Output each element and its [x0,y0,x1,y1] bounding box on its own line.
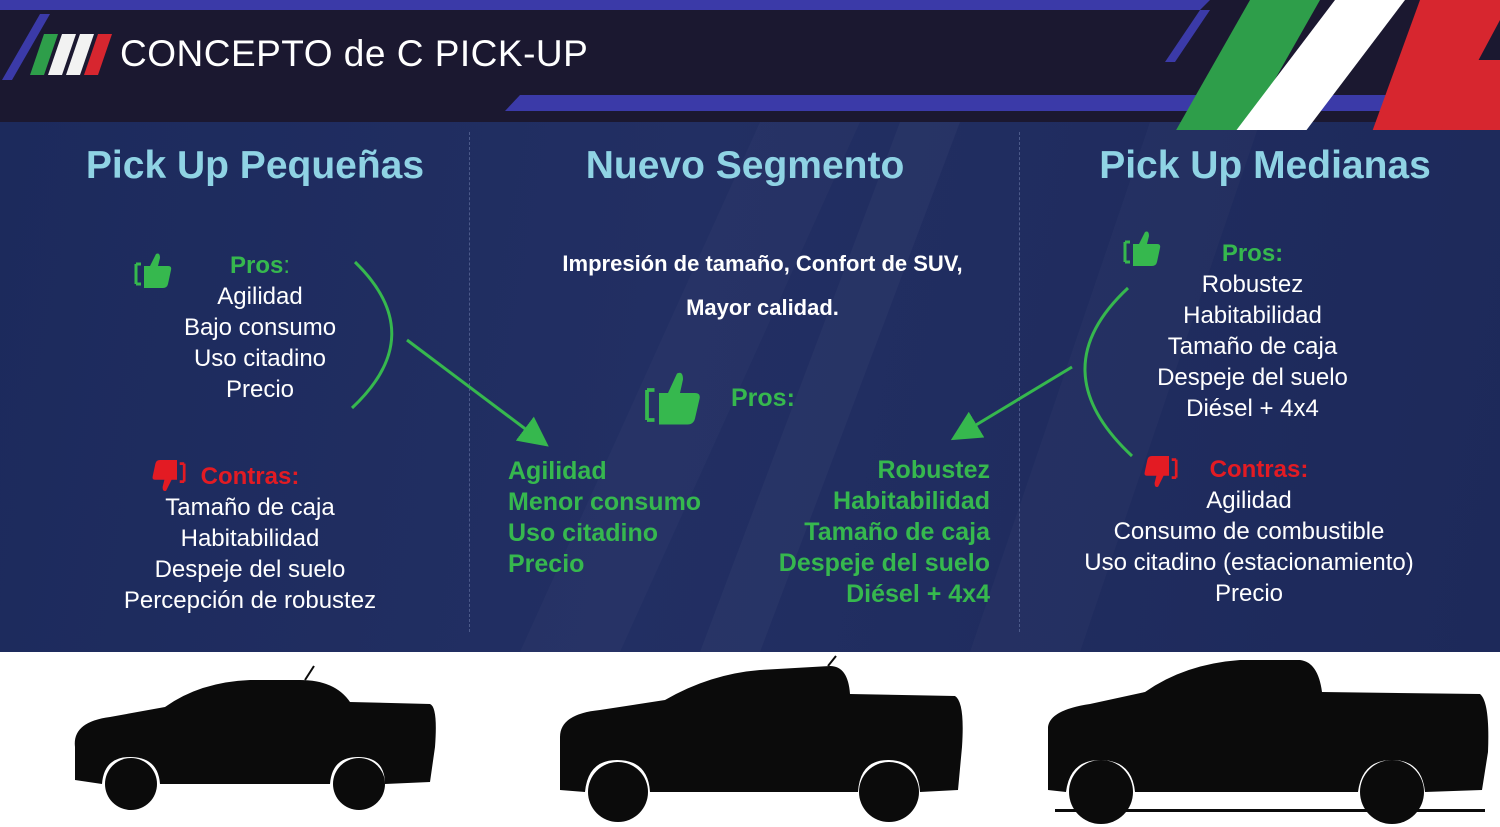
cons-label: Contras: [1209,456,1309,483]
thumbs-down-icon [152,460,186,492]
list-item: Robustez [877,456,991,484]
list-item: Agilidad [508,457,607,485]
connector-arrows [350,260,1134,458]
list-item: Tamaño de caja [804,518,990,546]
center-pros-right: Robustez Habitabilidad Tamaño de caja De… [740,455,990,610]
list-item: Menor consumo [508,488,702,516]
list-item: Tamaño de caja [1167,333,1338,360]
header-decor [0,0,1500,130]
list-item: Despeje del suelo [154,556,346,583]
pros-label: Pros [229,252,284,279]
column-divider [469,132,470,632]
pickup-silhouette-small [74,665,436,810]
title-pick-up-pequenas: Pick Up Pequeñas [85,144,425,187]
center-pros-left: Agilidad Menor consumo Uso citadino Prec… [508,456,748,580]
pros-colon: : [283,252,291,279]
list-item: Despeje del suelo [1157,364,1348,391]
list-item: Percepción de robustez [123,587,377,614]
thumbs-up-icon [645,372,700,425]
list-item: Uso citadino (estacionamiento) [1084,549,1414,576]
list-item: Robustez [1201,271,1304,298]
thumbs-down-icon [1144,456,1178,488]
pros-label: Pros: [1221,240,1284,267]
list-item: Agilidad [217,283,303,310]
right-pros-block: Pros: Robustez Habitabilidad Tamaño de c… [1130,238,1375,424]
list-item: Precio [508,550,585,578]
cons-label: Contras: [200,463,300,490]
pickup-silhouette-medium [560,655,963,822]
left-pros-block: Pros: Agilidad Bajo consumo Uso citadino… [160,250,360,405]
column-divider [1019,132,1020,632]
list-item: Precio [1214,580,1284,607]
list-item: Diésel + 4x4 [1186,395,1319,422]
title-nuevo-segmento: Nuevo Segmento [585,144,905,187]
list-item: Precio [225,376,295,403]
center-pros-label: Pros: [731,384,795,412]
tagline-line-1: Impresión de tamaño, Confort de SUV, [562,251,963,276]
list-item: Tamaño de caja [165,494,335,521]
thumbs-up-icon [1123,231,1161,266]
page-title: CONCEPTO de C PICK-UP [120,33,589,74]
tagline-line-2: Mayor calidad. [686,295,839,320]
list-item: Habitabilidad [180,525,320,552]
list-item: Diésel + 4x4 [846,580,990,608]
pickup-silhouette-large [1048,660,1489,824]
title-pick-up-medianas: Pick Up Medianas [1099,144,1431,187]
list-item: Uso citadino [193,345,327,372]
left-cons-block: Contras: Tamaño de caja Habitabilidad De… [100,461,400,616]
list-item: Despeje del suelo [778,549,990,577]
list-item: Consumo de combustible [1113,518,1385,545]
list-item: Bajo consumo [183,314,337,341]
thumbs-up-icon [134,253,172,288]
pickup-silhouettes [74,655,1489,824]
list-item: Habitabilidad [1183,302,1322,329]
list-item: Agilidad [1206,487,1292,514]
list-item: Uso citadino [508,519,659,547]
right-cons-block: Contras: Agilidad Consumo de combustible… [1060,454,1438,609]
list-item: Habitabilidad [833,487,990,515]
